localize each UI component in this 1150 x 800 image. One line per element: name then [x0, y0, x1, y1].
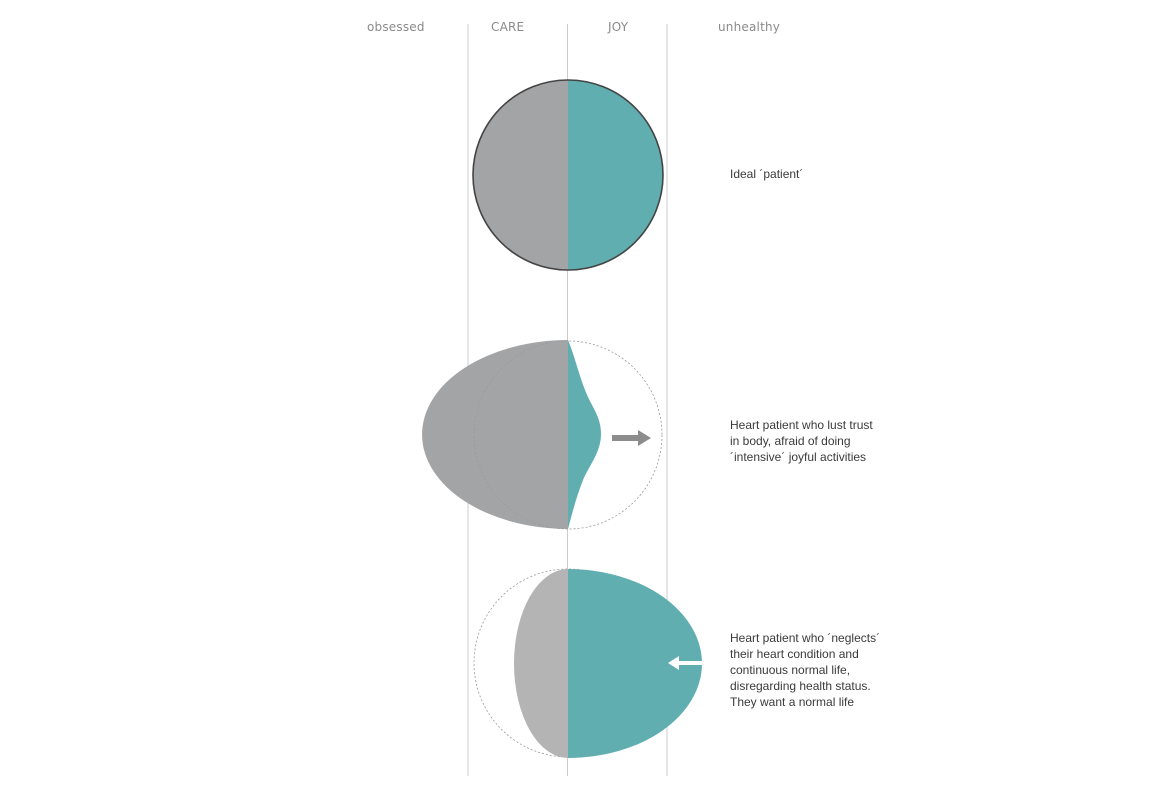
column-label-care: CARE [491, 20, 525, 34]
desc-line: their heart condition and [730, 647, 859, 661]
arrow-left-icon [668, 656, 702, 670]
desc-line: in body, afraid of doing [730, 434, 851, 448]
joy-half-lost-trust [568, 340, 601, 529]
ideal-outline [472, 79, 664, 271]
desc-line: disregarding health status. [730, 679, 871, 693]
desc-line: They want a normal life [730, 695, 855, 709]
desc-line: ´intensive´ joyful activities [730, 450, 867, 464]
row-description-ideal: Ideal ´patient´ [730, 166, 930, 182]
row-description-lost-trust: Heart patient who lust trust in body, af… [730, 417, 930, 465]
care-half-neglects [514, 569, 568, 758]
lost-trust-shape [422, 340, 663, 530]
joy-half-neglects [568, 569, 702, 758]
ideal-patient-shape [472, 79, 664, 271]
care-half-lost-trust [422, 340, 568, 529]
arrow-right-icon [612, 430, 651, 446]
reference-circle-lost-trust [473, 340, 663, 530]
desc-line: Heart patient who ´neglects´ [730, 631, 881, 645]
joy-half-ideal [568, 80, 663, 270]
neglects-shape [473, 568, 702, 758]
column-label-joy: JOY [608, 20, 629, 34]
column-label-obsessed: obsessed [367, 20, 425, 34]
row-description-neglects: Heart patient who ´neglects´ their heart… [730, 630, 930, 710]
desc-line: Ideal ´patient´ [730, 167, 804, 181]
column-label-unhealthy: unhealthy [718, 20, 781, 34]
desc-line: continuous normal life, [730, 663, 851, 677]
desc-line: Heart patient who lust trust [730, 418, 873, 432]
care-half-ideal [473, 80, 568, 270]
